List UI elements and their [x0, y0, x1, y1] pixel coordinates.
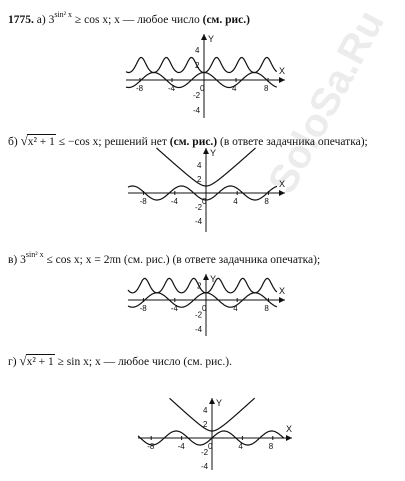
- graph-d-y-arrow: [209, 398, 215, 404]
- graph-b-x-tick-label: 4: [233, 197, 238, 206]
- graph-d-x-tick-label: 0: [208, 442, 213, 451]
- item-c-text: x = 2πn: [85, 254, 122, 266]
- graph-b-x-tick-label: -4: [171, 197, 179, 206]
- item-c-base: 3: [20, 254, 26, 266]
- graph-b-y-label: Y: [210, 148, 216, 158]
- item-b-label: б): [8, 136, 18, 148]
- item-b-radicand: x² + 1: [26, 134, 56, 148]
- graph-d-x-tick-label: -8: [147, 442, 155, 451]
- graph-b-y-tick-label: 2: [197, 175, 202, 184]
- graph-b-y-tick-label: 4: [197, 161, 202, 170]
- item-b-ref: (см. рис.): [169, 136, 218, 148]
- graph-c-x-tick-label: 0: [202, 304, 207, 313]
- graph-d-curve-sin: [137, 430, 285, 446]
- graph-c-curve-cos: [127, 292, 278, 308]
- graph-b-x-tick-label: 8: [264, 197, 269, 206]
- graph-c-curve-exp: [127, 277, 278, 294]
- graph-d-x-tick-label: -4: [178, 442, 186, 451]
- item-d-label: г): [8, 356, 17, 368]
- item-b-note: (в ответе задачника опечатка);: [220, 136, 368, 148]
- graph-a-curve-exp: [125, 56, 278, 74]
- graph-b-curve-sqrt: [156, 147, 256, 187]
- item-d-radicand: x² + 1: [25, 354, 55, 368]
- graph-b-y-tick-label: -4: [195, 217, 203, 226]
- graph-c-x-arrow: [279, 297, 285, 303]
- graph-a-x-tick-label: 4: [232, 84, 237, 93]
- graph-d-curve-sqrt: [169, 397, 256, 432]
- graph-a-x-tick-label: -4: [168, 84, 176, 93]
- graph-b-x-tick-label: 0: [202, 197, 207, 206]
- graph-a-y-tick-label: -2: [193, 91, 201, 100]
- graph-d-y-tick-label: -2: [201, 448, 209, 457]
- graph-d-y-tick-label: 2: [203, 420, 208, 429]
- graph-a-x-arrow: [279, 77, 285, 83]
- graph-b-x-tick-label: -8: [140, 197, 148, 206]
- item-c-label: в): [8, 254, 18, 266]
- graph-d-x-tick-label: 8: [269, 442, 274, 451]
- graph-d-x-arrow: [286, 435, 292, 441]
- graph-a-x-tick-label: 0: [200, 84, 205, 93]
- graph-c-x-label: X: [279, 286, 285, 296]
- graph-b-x-label: X: [279, 179, 285, 189]
- graph-c-y-tick-label: -4: [195, 325, 203, 334]
- root-sign: √: [20, 133, 28, 148]
- item-d-ref: (см. рис.).: [183, 356, 232, 368]
- item-a-formula: ≥ cos x;: [74, 14, 112, 26]
- item-b-line: б) √x² + 1 ≤ −cos x; решений нет (см. ри…: [8, 134, 368, 149]
- graph-b-y-arrow: [203, 148, 209, 154]
- graph-a-y-tick-label: 4: [195, 46, 200, 55]
- graph-a-y-tick-label: -4: [193, 106, 201, 115]
- item-c-exp: sin² x: [25, 250, 44, 259]
- problem-number: 1775.: [8, 14, 34, 26]
- graph-c-y-tick-label: -2: [195, 310, 203, 319]
- graph-b-x-arrow: [279, 190, 285, 196]
- item-d-line: г) √x² + 1 ≥ sin x; x — любое число (см.…: [8, 354, 232, 369]
- graph-c-y-arrow: [203, 274, 209, 280]
- graph-d-y-tick-label: 4: [203, 406, 208, 415]
- graph-a-x-tick-label: 8: [264, 84, 269, 93]
- graph-d-y-label: Y: [216, 398, 222, 408]
- graph-a-x-label: X: [279, 66, 285, 76]
- graph-c-y-label: Y: [210, 274, 216, 284]
- item-c-formula: ≤ cos x;: [46, 254, 83, 266]
- root-sign: √: [19, 353, 27, 368]
- graph-a-y-arrow: [201, 34, 207, 40]
- item-a-base: 3: [48, 14, 55, 26]
- graph-d-x-label: X: [286, 424, 292, 434]
- item-a-exp: sin² x: [54, 10, 73, 19]
- item-b-formula: ≤ −cos x;: [58, 136, 102, 148]
- graph-a-curve-cos: [125, 71, 277, 89]
- item-b-text: решений нет: [104, 136, 167, 148]
- graph-c-x-tick-label: -8: [140, 304, 148, 313]
- item-c-line: в) 3sin² x ≤ cos x; x = 2πn (см. рис.) (…: [8, 248, 320, 267]
- item-a-ref: (см. рис.): [202, 14, 250, 26]
- graph-c-x-tick-label: 8: [264, 304, 269, 313]
- item-a-line: 1775. а) 3sin² x ≥ cos x; x — любое числ…: [8, 8, 250, 27]
- graph-d-y-tick-label: -4: [201, 462, 209, 471]
- graph-a-y-label: Y: [208, 34, 214, 44]
- graph-b-curve-ncos: [127, 185, 278, 201]
- graph-c-x-tick-label: -4: [171, 304, 179, 313]
- item-d-formula: ≥ sin x;: [57, 356, 93, 368]
- graph-b-y-tick-label: -2: [195, 203, 203, 212]
- graph-c-x-tick-label: 4: [233, 304, 238, 313]
- item-c-note: (в ответе задачника опечатка);: [172, 254, 321, 266]
- item-d-text: x — любое число: [94, 356, 181, 368]
- item-c-ref: (см. рис.): [123, 254, 170, 266]
- graph-d-x-tick-label: 4: [238, 442, 243, 451]
- item-a-text: x — любое число: [114, 14, 200, 26]
- graph-a-x-tick-label: -8: [136, 84, 144, 93]
- item-a-label: а): [36, 14, 46, 26]
